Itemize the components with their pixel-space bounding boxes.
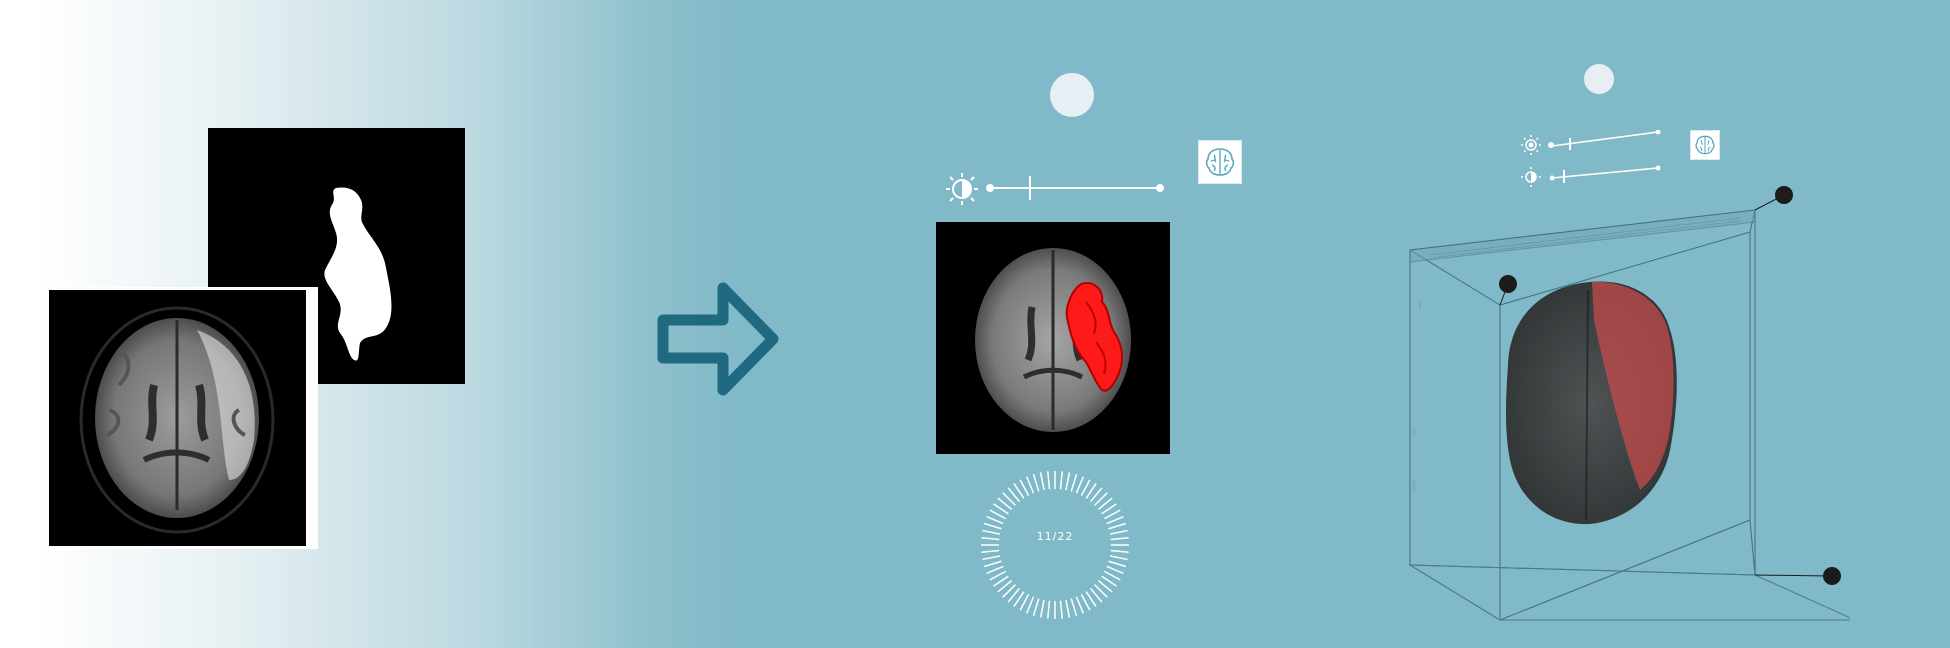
dial-tick — [1089, 487, 1103, 503]
dial-tick — [989, 570, 1006, 581]
slider1-track[interactable] — [1550, 130, 1662, 152]
dial-tick — [1059, 600, 1063, 619]
dial-tick — [982, 555, 1001, 561]
slice-dial-ticks — [981, 471, 1129, 619]
dial-tick — [997, 579, 1013, 593]
dial-tick — [1089, 587, 1103, 603]
dial-tick — [1039, 472, 1045, 491]
brightness-contrast-icon — [946, 173, 978, 205]
dial-tick — [1101, 575, 1117, 587]
dial-tick — [989, 509, 1006, 520]
dial-tick — [1039, 599, 1045, 618]
slider2-track[interactable] — [1550, 162, 1662, 184]
contrast-slider-thumb[interactable] — [1029, 176, 1031, 200]
dial-tick — [1047, 471, 1051, 490]
volume-handle-top-right[interactable] — [1775, 186, 1793, 204]
dwi-scan-image — [49, 290, 306, 546]
volume-bounding-box — [1408, 209, 1850, 621]
dial-tick — [993, 503, 1009, 515]
brightness-contrast-icon — [1521, 135, 1541, 155]
contrast-control — [945, 168, 1170, 208]
brain-slice — [79, 306, 275, 534]
dial-tick — [1094, 584, 1108, 598]
brain-volume — [1506, 281, 1677, 525]
dial-tick — [1032, 598, 1040, 617]
brain-icon — [1205, 148, 1235, 176]
dial-tick — [1013, 483, 1025, 499]
lesion-volume — [1592, 281, 1674, 490]
slider-end-dot — [1156, 184, 1164, 192]
dial-tick — [983, 522, 1002, 530]
contrast-slider-track[interactable] — [990, 187, 1160, 189]
dial-tick — [1085, 591, 1097, 607]
dial-tick — [1019, 594, 1030, 611]
dial-tick — [981, 549, 1000, 553]
dial-tick — [1070, 598, 1078, 617]
dial-tick — [1007, 487, 1021, 503]
slice-counter: 11/22 — [1036, 530, 1074, 543]
dial-tick — [1019, 479, 1030, 496]
dial-tick — [1101, 503, 1117, 515]
brain-view-button[interactable] — [1198, 140, 1242, 184]
dial-tick — [1032, 473, 1040, 492]
dial-tick — [983, 560, 1002, 568]
dial-tick — [1075, 596, 1085, 614]
slice-dial[interactable]: 11/22 — [975, 465, 1135, 625]
volume-handle-bottom-right[interactable] — [1823, 567, 1841, 585]
dial-tick — [1080, 594, 1091, 611]
viewer3d-controls — [1520, 130, 1665, 200]
dial-tick — [986, 515, 1004, 525]
viewer2d-toggle-button[interactable] — [1050, 73, 1094, 117]
dial-tick — [1108, 560, 1127, 568]
dial-tick — [1106, 565, 1124, 575]
dial-tick — [1002, 492, 1016, 506]
dial-tick — [1106, 515, 1124, 525]
dial-tick — [993, 575, 1009, 587]
dial-tick — [1104, 570, 1121, 581]
overlay-brain-slice — [975, 248, 1131, 432]
dial-tick — [1104, 509, 1121, 520]
dial-tick — [986, 565, 1004, 575]
dial-tick — [1070, 473, 1078, 492]
dial-tick — [1059, 471, 1063, 490]
dial-tick — [1110, 549, 1129, 553]
slider1-start-dot — [1548, 142, 1554, 148]
dial-tick — [1097, 497, 1113, 511]
dial-tick — [1002, 584, 1016, 598]
dial-tick — [1065, 599, 1071, 618]
dial-tick — [1085, 483, 1097, 499]
dial-tick — [1025, 596, 1035, 614]
dial-tick — [1047, 600, 1051, 619]
volume-handle-top-left[interactable] — [1499, 275, 1517, 293]
segmentation-overlay-viewer[interactable] — [936, 222, 1170, 454]
dial-tick — [982, 529, 1001, 535]
volume-render-viewer[interactable] — [1400, 180, 1850, 630]
dial-tick — [1007, 587, 1021, 603]
contrast-icon — [1521, 167, 1541, 187]
dial-tick — [1097, 579, 1113, 593]
lesion-mask-shape — [324, 187, 392, 361]
viewer3d-toggle-button[interactable] — [1584, 64, 1614, 94]
dial-tick — [1065, 472, 1071, 491]
process-arrow-icon — [657, 282, 779, 396]
dial-tick — [997, 497, 1013, 511]
dial-tick — [1109, 555, 1128, 561]
dial-tick — [1110, 537, 1129, 541]
dial-tick — [1013, 591, 1025, 607]
brain-view-button-3d[interactable] — [1690, 130, 1720, 160]
dial-tick — [1094, 492, 1108, 506]
dial-tick — [1025, 476, 1035, 494]
dial-tick — [1075, 476, 1085, 494]
dial-tick — [981, 537, 1000, 541]
dial-tick — [1080, 479, 1091, 496]
volume-noise — [1413, 217, 1741, 490]
dial-tick — [1108, 522, 1127, 530]
lesion-overlay — [1065, 282, 1123, 392]
brain-icon — [1695, 135, 1715, 155]
dial-tick — [1109, 529, 1128, 535]
